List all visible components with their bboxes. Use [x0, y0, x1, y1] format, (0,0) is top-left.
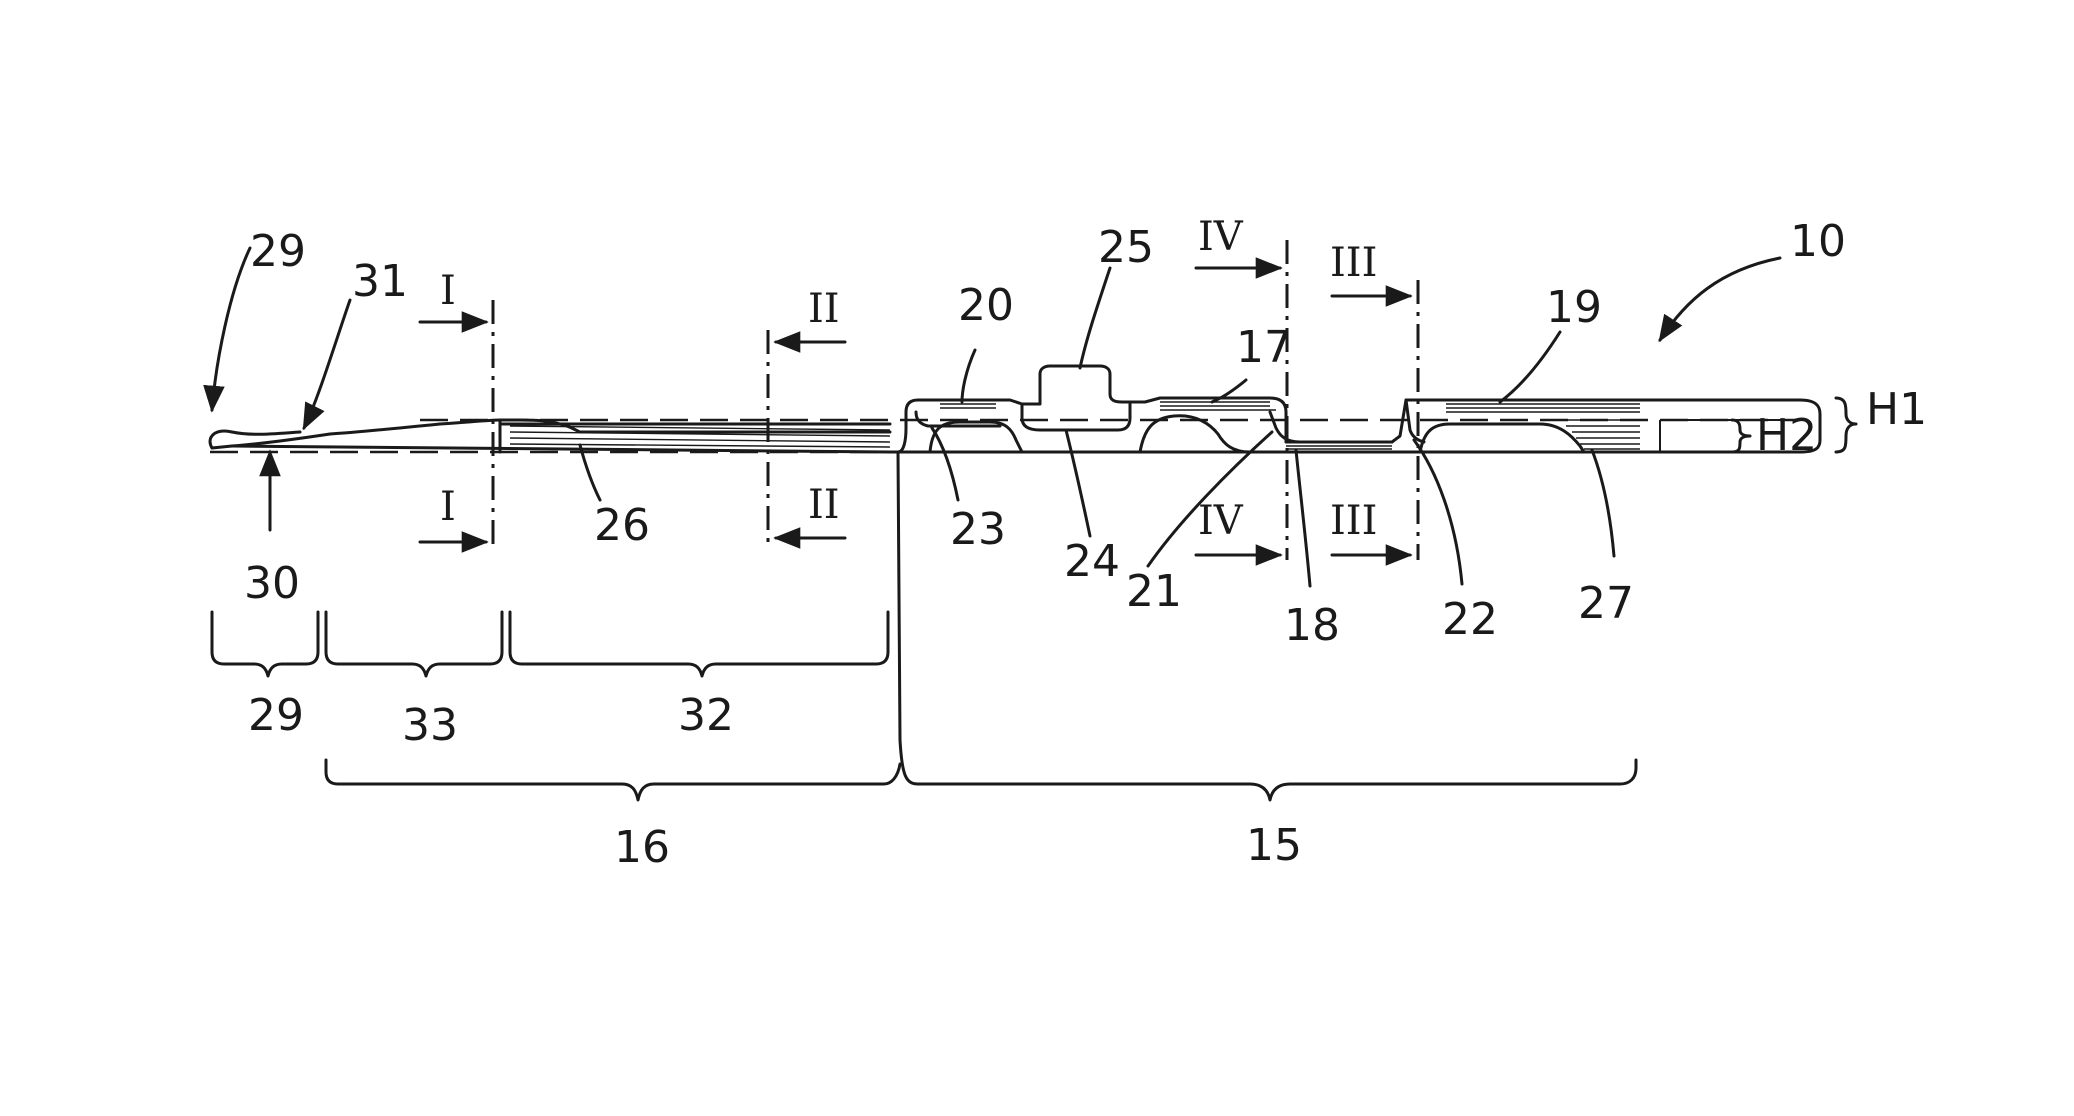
reference-numerals: 10 29 31 30 25 20 17 19 26 23 24 21 18 2… — [244, 216, 1927, 873]
leader-19 — [1500, 332, 1560, 402]
label-23: 23 — [950, 504, 1006, 555]
needle-upper-contour — [890, 366, 1820, 452]
section-labels: I I II II IV IV III III — [440, 214, 1377, 544]
label-18: 18 — [1284, 600, 1340, 651]
label-33: 33 — [402, 700, 458, 751]
label-15: 15 — [1246, 820, 1302, 871]
leader-27 — [1592, 450, 1614, 556]
hatch-20 — [940, 404, 996, 408]
section-label-IV-bottom: IV — [1198, 498, 1244, 544]
label-21: 21 — [1126, 566, 1182, 617]
section-label-I-bottom: I — [440, 484, 456, 530]
hatch-26 — [510, 426, 890, 447]
leader-24 — [1066, 430, 1090, 536]
label-25: 25 — [1098, 222, 1154, 273]
label-20: 20 — [958, 280, 1014, 331]
label-26: 26 — [594, 500, 650, 551]
label-19: 19 — [1546, 282, 1602, 333]
leader-29 — [212, 248, 250, 410]
leader-31 — [304, 300, 350, 428]
leader-18 — [1296, 450, 1310, 586]
label-22: 22 — [1442, 594, 1498, 645]
label-29-bottom: 29 — [248, 690, 304, 741]
hatch-17 — [1160, 402, 1276, 410]
brace-H1 — [1836, 398, 1856, 452]
brace-15 — [898, 452, 1636, 800]
brace-16 — [326, 760, 900, 800]
section-label-III-top: III — [1330, 240, 1377, 286]
label-H1: H1 — [1866, 384, 1927, 435]
brace-29 — [212, 612, 318, 676]
label-29-top: 29 — [250, 226, 306, 277]
butt-inner-24 — [1022, 404, 1130, 430]
label-31: 31 — [352, 256, 408, 307]
label-24: 24 — [1064, 536, 1120, 587]
leader-20 — [962, 350, 975, 402]
section-label-IV-top: IV — [1198, 214, 1244, 260]
label-10: 10 — [1790, 216, 1846, 267]
label-27: 27 — [1578, 578, 1634, 629]
brace-33 — [326, 612, 502, 676]
label-32: 32 — [678, 690, 734, 741]
needle-body — [210, 366, 1820, 452]
needle-lower-contour-right — [1280, 424, 1584, 452]
section-label-II-bottom: II — [808, 482, 840, 528]
leader-23 — [932, 428, 958, 500]
hatch-18 — [1286, 446, 1392, 449]
brace-H2 — [1732, 420, 1750, 452]
section-label-III-bottom: III — [1330, 498, 1377, 544]
hatch-19-27 — [1446, 404, 1640, 449]
brace-32 — [510, 612, 888, 676]
leader-25 — [1080, 268, 1110, 368]
label-30: 30 — [244, 558, 300, 609]
label-17: 17 — [1236, 322, 1292, 373]
section-label-II-top: II — [808, 286, 840, 332]
label-16: 16 — [614, 822, 670, 873]
section-label-I-top: I — [440, 268, 456, 314]
leader-10 — [1660, 258, 1780, 340]
leader-22 — [1414, 440, 1462, 584]
label-H2: H2 — [1756, 410, 1817, 461]
